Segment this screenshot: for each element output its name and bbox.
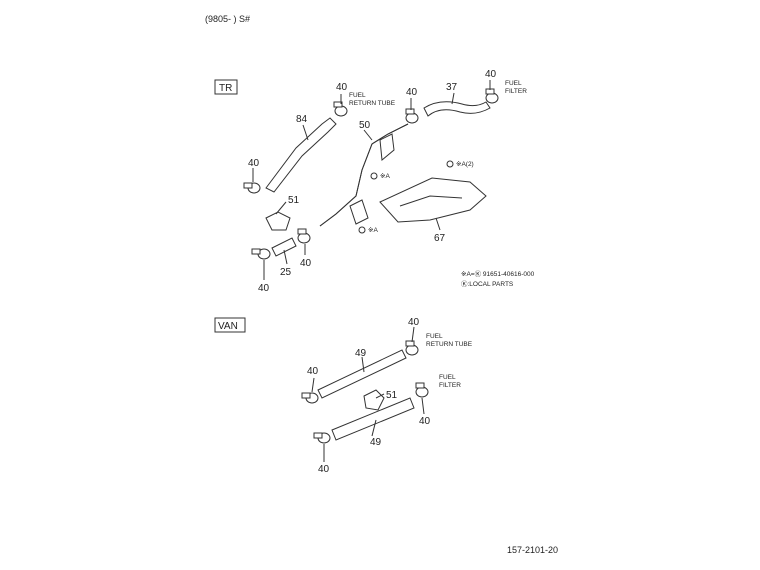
callout-van-40-a: 40 [408, 317, 420, 328]
van-note-fuel-return-1: FUEL [426, 333, 443, 340]
leader-25 [283, 249, 288, 265]
tr-label: TR [219, 83, 232, 94]
tr-bolt-a1-icon [370, 172, 378, 180]
callout-40-f: 40 [300, 258, 312, 269]
leader-van-40-a [411, 326, 415, 343]
leader-50 [363, 129, 373, 141]
clamp-40-van-b [301, 392, 319, 404]
tr-note-fuel-filter-1: FUEL [505, 80, 522, 87]
clamp-40-c [405, 108, 419, 124]
tr-note-fuel-return-1: FUEL [349, 92, 366, 99]
leader-van-49-lower [371, 419, 377, 437]
clamp-40-a [333, 101, 348, 117]
callout-84: 84 [296, 114, 308, 125]
clamp-40-b [243, 182, 261, 194]
tr-bolt-a3-icon [446, 160, 454, 168]
callout-van-40-d: 40 [318, 464, 330, 475]
tube-50-lower-bracket [349, 199, 369, 225]
callout-25: 25 [280, 267, 292, 278]
hose-49-lower [331, 397, 415, 441]
tr-note-fuel-return-2: RETURN TUBE [349, 100, 396, 107]
hose-49-upper [317, 349, 407, 399]
van-note-fuel-filter-2: FILTER [439, 382, 461, 389]
callout-51: 51 [288, 195, 300, 206]
van-label-box [214, 317, 246, 333]
hose-37 [423, 101, 491, 117]
hose-25 [271, 237, 297, 257]
tr-note-fuel-filter-2: FILTER [505, 88, 527, 95]
tr-legend-k: Ⓚ:LOCAL PARTS [461, 280, 514, 288]
leader-51 [275, 201, 287, 215]
leader-van-49-upper [361, 356, 365, 373]
callout-67: 67 [434, 233, 446, 244]
van-note-fuel-return-2: RETURN TUBE [426, 341, 473, 348]
clamp-40-e [251, 248, 271, 260]
callout-37: 37 [446, 82, 458, 93]
clamp-40-d [485, 88, 499, 104]
clamp-40-van-a [405, 340, 419, 356]
clamp-40-f [297, 228, 311, 244]
callout-50: 50 [359, 120, 371, 131]
clip-51-van [363, 389, 385, 411]
callout-40-b: 40 [248, 158, 260, 169]
leader-van-51 [375, 393, 385, 399]
van-section: VAN 40 49 [214, 317, 473, 475]
tube-50-bracket [379, 133, 395, 161]
callout-van-49-lower: 49 [370, 437, 382, 448]
leader-van-40-c [421, 397, 425, 415]
tr-label-box [214, 79, 238, 95]
callout-van-40-c: 40 [419, 416, 431, 427]
clamp-40-van-d [313, 432, 331, 444]
bracket-67 [379, 177, 487, 223]
tr-section: TR [214, 69, 535, 294]
callout-van-40-b: 40 [307, 366, 319, 377]
clip-51-tr [265, 211, 291, 231]
footer-ref: 157-2101-20 [507, 545, 558, 555]
callout-van-49-upper: 49 [355, 348, 367, 359]
hose-84 [265, 117, 337, 193]
header-date-range: (9805- ) S# [205, 14, 250, 24]
van-label: VAN [218, 321, 238, 332]
tr-legend-a: ※A=Ⓚ 91651-40616-000 [461, 270, 535, 278]
clamp-40-van-c [415, 382, 429, 398]
van-note-fuel-filter-1: FUEL [439, 374, 456, 381]
callout-40-a: 40 [336, 82, 348, 93]
tr-ref-a2: ※A [368, 227, 378, 234]
tube-50-inner [319, 123, 409, 227]
callout-van-51: 51 [386, 390, 398, 401]
bracket-67-detail [399, 195, 463, 207]
tr-ref-a3: ※A(2) [456, 161, 474, 168]
leader-84 [302, 124, 309, 141]
tr-bolt-a2-icon [358, 226, 366, 234]
callout-40-d: 40 [485, 69, 497, 80]
callout-40-c: 40 [406, 87, 418, 98]
leader-37 [451, 92, 455, 105]
tr-ref-a1: ※A [380, 173, 390, 180]
leader-van-40-b [311, 377, 315, 393]
callout-40-e: 40 [258, 283, 270, 294]
leader-67 [435, 217, 441, 231]
